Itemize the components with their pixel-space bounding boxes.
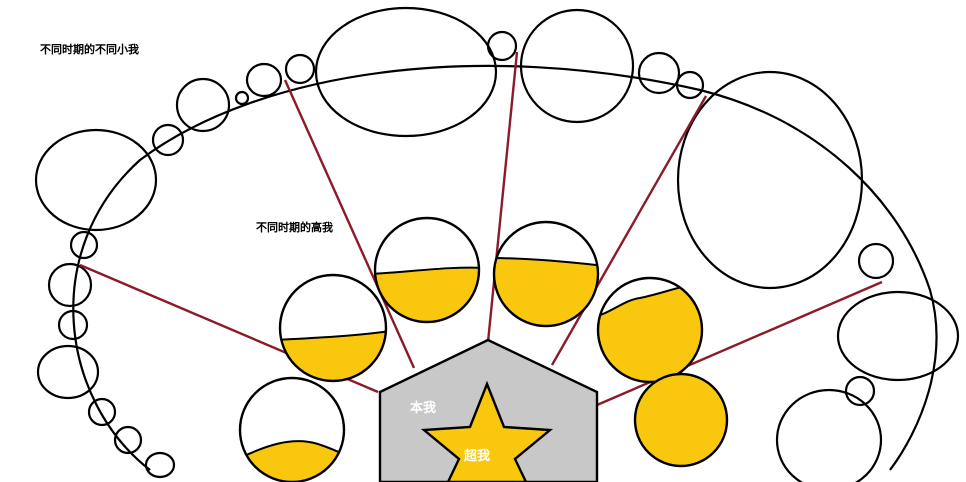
higher-self-circle xyxy=(492,220,600,328)
lesser-self-circle xyxy=(857,242,895,280)
lesser-self-circle xyxy=(234,90,250,106)
higher-self-circle xyxy=(238,376,346,482)
lesser-self-circle xyxy=(175,77,231,133)
higher-self-circle xyxy=(596,276,704,384)
lesser-self-circle xyxy=(36,344,100,400)
lesser-self-circle xyxy=(34,128,158,232)
spoke xyxy=(486,51,519,343)
lesser-self-circle xyxy=(87,397,117,427)
lesser-self-circle xyxy=(144,451,176,479)
lesser-self-circle xyxy=(284,53,316,85)
lesser-self-circle xyxy=(775,388,883,482)
lesser-self-circle xyxy=(519,8,635,124)
lesser-self-circle xyxy=(676,70,864,290)
lesser-self-circle xyxy=(245,62,283,98)
higher-self-circle xyxy=(373,216,481,324)
higher-self-circle xyxy=(278,273,388,383)
lesser-self-circle xyxy=(314,6,498,138)
lesser-self-circle xyxy=(113,425,143,455)
lesser-self-circle xyxy=(151,123,185,157)
true-self-label: 本我 xyxy=(410,400,436,416)
lesser-self-circle xyxy=(47,262,93,308)
spoke xyxy=(283,79,416,369)
spoke xyxy=(550,95,708,366)
higher-self-circle xyxy=(633,372,729,468)
lesser-self-circle xyxy=(836,290,960,382)
lesser-self-circle xyxy=(844,375,876,407)
spoke xyxy=(596,280,883,407)
lesser-self-circle xyxy=(486,30,518,62)
super-self-star xyxy=(420,380,554,482)
lesser-self-circle xyxy=(637,51,681,95)
outer-arc xyxy=(72,64,938,471)
lesser-self-circles xyxy=(34,6,960,482)
lesser-self-circle xyxy=(675,70,705,100)
lesser-self-circle xyxy=(69,230,99,260)
lesser-self-circle xyxy=(57,309,89,341)
lesser-selves-label: 不同时期的不同小我 xyxy=(40,42,139,56)
higher-selves-label: 不同时期的高我 xyxy=(256,220,333,234)
super-self-label: 超我 xyxy=(464,448,490,464)
